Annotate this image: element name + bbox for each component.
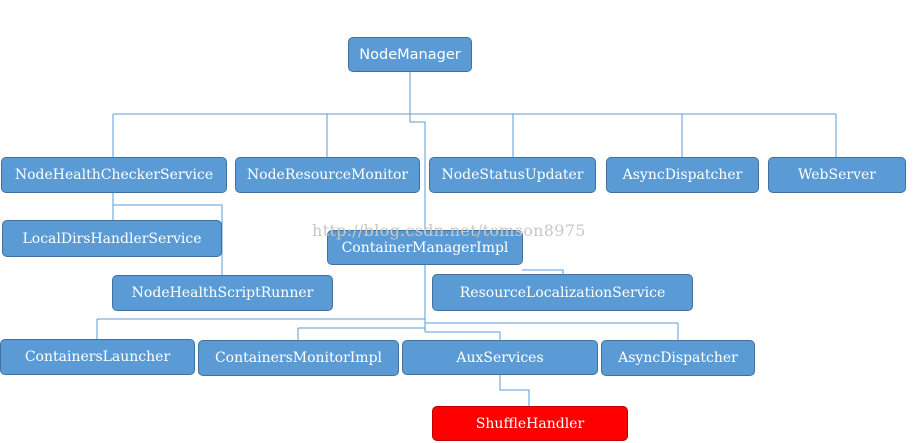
node-nodestatusupdater: NodeStatusUpdater [429, 157, 596, 193]
node-label: NodeManager [359, 46, 461, 63]
node-localdirshandlerservice: LocalDirsHandlerService [2, 220, 222, 257]
node-label: ContainerManagerImpl [341, 239, 509, 256]
node-label: ContainersMonitorImpl [214, 350, 383, 366]
node-label: NodeStatusUpdater [441, 167, 584, 183]
edge-to-resourcelocalizationservice [522, 269, 564, 274]
node-shufflehandler: ShuffleHandler [432, 406, 628, 441]
node-containerslauncher: ContainersLauncher [0, 339, 195, 375]
node-label: ShuffleHandler [475, 415, 585, 432]
node-label: AsyncDispatcher [622, 167, 743, 183]
node-nodehealthscriptrunner: NodeHealthScriptRunner [112, 275, 333, 311]
node-asyncdispatcher-bottom: AsyncDispatcher [601, 340, 755, 376]
node-nodemanager: NodeManager [348, 37, 472, 72]
node-label: AuxServices [456, 349, 544, 366]
node-label: WebServer [798, 167, 876, 183]
node-containersmonitorimpl: ContainersMonitorImpl [198, 340, 399, 376]
node-nodehealthcheckerservice: NodeHealthCheckerService [1, 157, 227, 193]
node-label: ResourceLocalizationService [459, 284, 666, 301]
node-containermanagerimpl: ContainerManagerImpl [327, 230, 523, 265]
node-label: NodeHealthScriptRunner [131, 285, 314, 301]
edge-to-containermanagerimpl [409, 114, 426, 230]
node-resourcelocalizationservice: ResourceLocalizationService [432, 274, 693, 311]
node-noderesourcemonitor: NodeResourceMonitor [235, 157, 420, 193]
node-label: ContainersLauncher [24, 349, 171, 365]
node-label: NodeHealthCheckerService [14, 167, 214, 183]
edge-to-shufflehandler [499, 375, 530, 406]
node-asyncdispatcher-top: AsyncDispatcher [606, 157, 759, 193]
edge-healthchecker-trunk [112, 193, 223, 275]
node-label: AsyncDispatcher [618, 350, 738, 366]
node-webserver: WebServer [768, 157, 906, 193]
node-label: LocalDirsHandlerService [22, 230, 202, 247]
node-auxservices: AuxServices [402, 340, 598, 375]
node-label: NodeResourceMonitor [246, 167, 409, 183]
